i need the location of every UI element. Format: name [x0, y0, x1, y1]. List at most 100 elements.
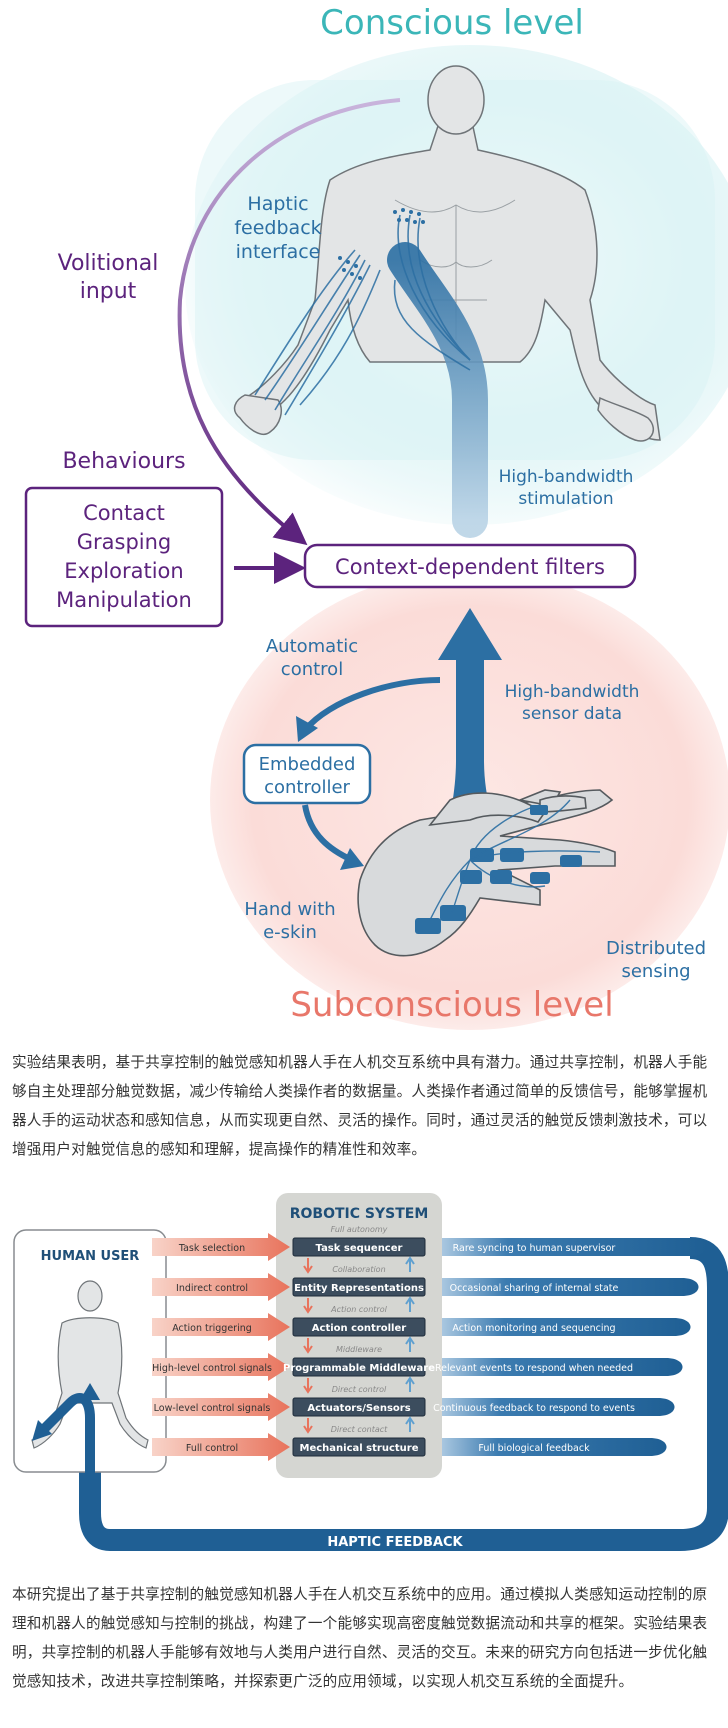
volitional-label-2: input — [80, 279, 137, 304]
level-mode-label: Action control — [330, 1305, 387, 1314]
level-box — [292, 1357, 426, 1377]
up-arrow — [405, 1336, 415, 1352]
level-box-label: Actuators/Sensors — [307, 1403, 410, 1414]
figure-robotic-system: HAPTIC FEEDBACK HUMAN USER ROBOTIC SYSTE… — [13, 1193, 728, 1551]
automatic-control-arrowhead — [296, 716, 318, 742]
feedback-band — [442, 1358, 683, 1376]
subconscious-level-title: Subconscious level — [290, 985, 613, 1025]
feedback-arrowhead-left — [32, 1420, 52, 1441]
control-arrow — [152, 1353, 290, 1381]
automatic-label-2: control — [281, 659, 343, 680]
embedded-label-1: Embedded — [259, 754, 356, 775]
feedback-band — [442, 1318, 691, 1336]
stimulation-label-1: High-bandwidth — [499, 467, 634, 487]
feedback-label: Continuous feedback to respond to events — [433, 1403, 635, 1414]
feedback-label: Rare syncing to human supervisor — [453, 1243, 616, 1254]
level-box — [292, 1277, 426, 1297]
level-mode-label: Middleware — [336, 1345, 382, 1354]
control-signal-label: Action triggering — [172, 1323, 252, 1334]
volitional-label-1: Volitional — [58, 251, 159, 276]
sensor-wires — [429, 799, 601, 921]
control-arrow — [152, 1233, 290, 1261]
automatic-control-arrow — [302, 677, 441, 732]
level-mode-label: Full autonomy — [331, 1225, 388, 1234]
control-signal-label: Low-level control signals — [154, 1403, 271, 1414]
level-box-label: Action controller — [312, 1323, 406, 1334]
filters-box — [303, 543, 637, 589]
stimulation-label-2: stimulation — [518, 489, 613, 509]
level-mode-label: Direct control — [332, 1385, 387, 1394]
figure-conscious-subconscious: Conscious level Subconscious level — [24, 3, 728, 1030]
behaviour-item: Manipulation — [56, 588, 192, 612]
distributed-label-1: Distributed — [606, 938, 706, 959]
level-box-label: Programmable Middleware — [283, 1363, 435, 1374]
control-signal-label: Full control — [186, 1443, 238, 1454]
level-box — [292, 1317, 426, 1337]
automatic-label-1: Automatic — [266, 636, 358, 657]
down-arrow — [303, 1338, 313, 1354]
distributed-label-2: sensing — [621, 961, 690, 982]
stimulation-stream — [387, 242, 488, 538]
level-box — [292, 1237, 426, 1257]
control-arrow — [152, 1313, 290, 1341]
sensor-label-1: High-bandwidth — [505, 682, 640, 702]
feedback-label: Occasional sharing of internal state — [450, 1283, 619, 1294]
haptic-label-2: feedback — [234, 217, 321, 239]
down-arrow — [303, 1378, 313, 1394]
control-arrow — [152, 1393, 290, 1421]
up-arrow — [405, 1416, 415, 1432]
control-signal-label: Indirect control — [176, 1283, 248, 1294]
haptic-label-1: Haptic — [247, 193, 308, 215]
embedded-arrowhead — [340, 848, 364, 870]
level-mode-label: Direct contact — [331, 1425, 388, 1434]
down-arrow — [303, 1258, 313, 1274]
feedback-band — [442, 1438, 667, 1456]
feedback-label: Action monitoring and sequencing — [452, 1323, 615, 1334]
up-arrow — [405, 1296, 415, 1312]
level-box-label: Task sequencer — [316, 1243, 403, 1254]
feedback-band — [442, 1278, 699, 1296]
human-body-illustration — [233, 65, 661, 442]
embedded-label-2: controller — [264, 777, 350, 798]
filters-label: Context-dependent filters — [335, 555, 605, 579]
sensor-label-2: sensor data — [522, 704, 622, 724]
haptic-dots — [338, 208, 425, 280]
control-arrow — [152, 1433, 290, 1461]
control-signal-label: Task selection — [178, 1243, 245, 1254]
level-box-label: Entity Representations — [294, 1283, 424, 1294]
control-arrow — [152, 1273, 290, 1301]
down-arrow — [303, 1298, 313, 1314]
behaviour-item: Grasping — [77, 530, 172, 554]
volitional-input-arrow — [177, 98, 401, 546]
feedback-label: Relevant events to respond when needed — [435, 1363, 633, 1374]
down-arrow — [303, 1418, 313, 1434]
behaviours-box — [24, 486, 224, 628]
behaviours-label: Behaviours — [62, 449, 185, 474]
hand-label-2: e-skin — [263, 922, 317, 943]
embedded-controller-box — [242, 743, 372, 805]
level-box-label: Mechanical structure — [300, 1443, 419, 1454]
feedback-label: Full biological feedback — [478, 1443, 590, 1454]
up-arrow — [405, 1256, 415, 1272]
level-box — [292, 1397, 426, 1417]
up-arrow — [405, 1376, 415, 1392]
control-signal-label: High-level control signals — [152, 1363, 272, 1374]
nerve-fibres — [254, 214, 471, 416]
haptic-feedback-label: HAPTIC FEEDBACK — [327, 1535, 463, 1550]
paragraph-1: 实验结果表明，基于共享控制的触觉感知机器人手在人机交互系统中具有潜力。通过共享控… — [12, 1054, 708, 1158]
conscious-level-title: Conscious level — [320, 3, 584, 43]
feedback-arrowhead-center — [80, 1383, 100, 1400]
level-box — [292, 1437, 426, 1457]
robotic-system-title: ROBOTIC SYSTEM — [290, 1206, 429, 1222]
haptic-feedback-loop — [79, 1237, 728, 1551]
paragraph-2: 本研究提出了基于共享控制的触觉感知机器人手在人机交互系统中的应用。通过模拟人类感… — [12, 1586, 708, 1690]
human-user-title: HUMAN USER — [41, 1249, 140, 1264]
feedback-band — [442, 1238, 707, 1256]
feedback-band — [442, 1398, 675, 1416]
haptic-label-3: interface — [236, 241, 321, 263]
hand-label-1: Hand with — [244, 899, 335, 920]
behaviour-item: Contact — [83, 501, 165, 525]
behaviour-item: Exploration — [64, 559, 183, 583]
e-skin-pads — [415, 805, 582, 934]
level-mode-label: Collaboration — [332, 1265, 385, 1274]
